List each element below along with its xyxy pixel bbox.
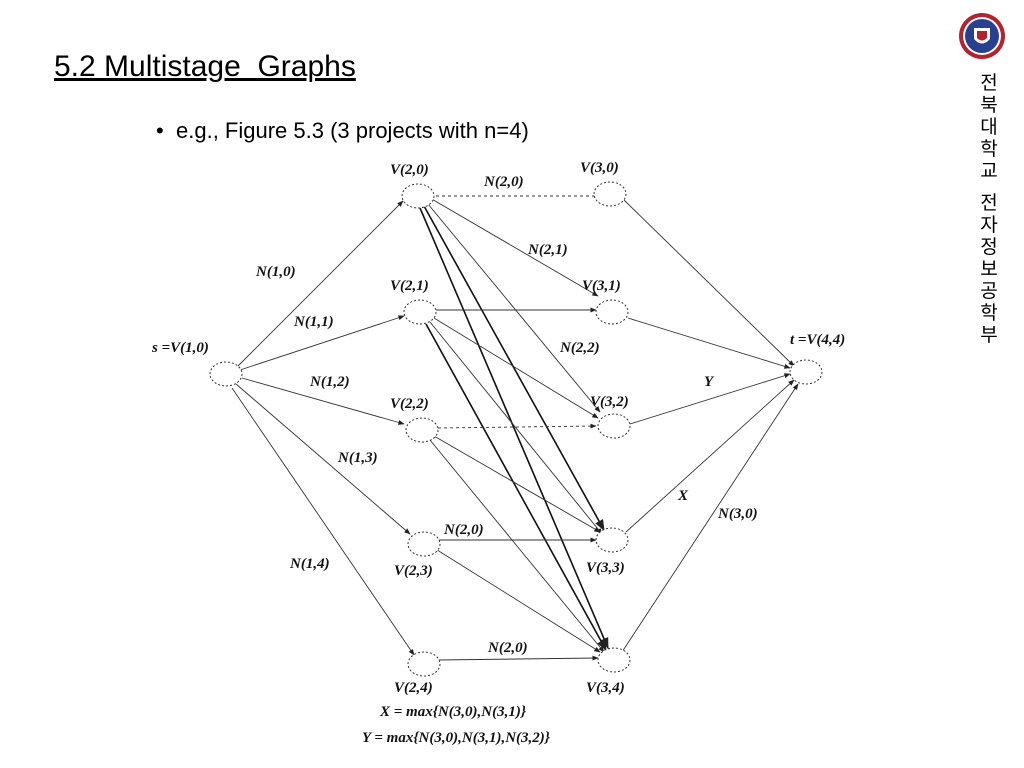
edge-v32-t — [629, 373, 791, 425]
edge-v31-t — [627, 317, 791, 369]
node-label-v24: V(2,4) — [394, 680, 433, 696]
node-v31 — [595, 299, 629, 325]
edge-v34-t — [621, 383, 799, 653]
side-char: 전 — [980, 192, 998, 214]
edge-label-n20-top: N(2,0) — [483, 174, 524, 190]
side-char: 보 — [980, 258, 998, 280]
node-labels: s =V(1,0) V(2,0) V(2,1) V(2,2) V(2,3) V(… — [151, 160, 845, 696]
node-label-v22: V(2,2) — [390, 396, 429, 412]
node-label-v34: V(3,4) — [586, 680, 625, 696]
node-v21 — [403, 299, 437, 325]
side-char: 학 — [980, 302, 998, 324]
edge-v23-v34 — [433, 547, 601, 653]
edge-v21-v34 — [425, 323, 607, 651]
side-char: 공 — [980, 280, 998, 302]
side-department-text: 전 북 대 학 교 전 자 정 보 공 학 부 — [976, 72, 1002, 346]
node-v24 — [407, 651, 441, 677]
edge-s-v22 — [241, 377, 405, 425]
node-label-v32: V(3,2) — [590, 394, 629, 410]
node-v34 — [597, 647, 631, 673]
edge-v20-v34 — [419, 207, 609, 650]
edge-s-v21 — [239, 315, 405, 371]
edge-s-v23 — [235, 383, 411, 535]
edge-v22-v34 — [429, 439, 605, 653]
university-seal-icon — [959, 13, 1005, 59]
edge-v22-v33 — [433, 435, 601, 533]
side-char: 북 — [980, 94, 998, 116]
edge-v33-t — [625, 379, 795, 533]
side-char: 학 — [980, 138, 998, 160]
side-char: 정 — [980, 236, 998, 258]
node-label-v21: V(2,1) — [390, 278, 429, 294]
node-label-s: s =V(1,0) — [151, 340, 209, 356]
edges-stage-1 — [231, 200, 415, 656]
node-s — [209, 361, 243, 387]
edge-v21-v32 — [433, 317, 599, 419]
edge-v30-t — [623, 199, 795, 367]
node-v32 — [597, 413, 631, 439]
node-v30 — [593, 181, 627, 207]
edge-v20-v31 — [429, 197, 599, 297]
side-char: 부 — [980, 324, 998, 346]
node-label-v30: V(3,0) — [580, 160, 619, 176]
edges-stage-2 — [419, 195, 609, 661]
edge-label-n13: N(1,3) — [337, 450, 378, 466]
edge-label-n22: N(2,2) — [559, 340, 600, 356]
side-char: 교 — [980, 160, 998, 182]
edge-s-v24 — [231, 387, 415, 656]
side-char: 대 — [980, 116, 998, 138]
node-label-v20: V(2,0) — [390, 162, 429, 178]
edge-labels: N(1,0) N(1,1) N(1,2) N(1,3) N(1,4) N(2,0… — [255, 174, 758, 656]
node-v20 — [401, 183, 435, 209]
node-label-v33: V(3,3) — [586, 560, 625, 576]
node-label-v31: V(3,1) — [582, 278, 621, 294]
edge-label-n21: N(2,1) — [527, 242, 568, 258]
edge-v24-v34 — [437, 655, 599, 661]
edge-label-x: X — [677, 488, 689, 504]
edge-label-n12: N(1,2) — [309, 374, 350, 390]
node-v23 — [407, 531, 441, 557]
edge-label-n10: N(1,0) — [255, 264, 296, 280]
edge-v20-v33 — [423, 205, 605, 531]
node-t — [789, 359, 823, 385]
edge-label-n11: N(1,1) — [293, 314, 334, 330]
edges-stage-3 — [621, 199, 799, 653]
node-label-t: t =V(4,4) — [790, 332, 845, 348]
graph-nodes — [209, 181, 823, 677]
bullet-item: • e.g., Figure 5.3 (3 projects with n=4) — [156, 118, 529, 144]
edge-label-n30: N(3,0) — [717, 506, 758, 522]
edge-s-v20 — [237, 200, 404, 367]
side-char: 전 — [980, 72, 998, 94]
edge-v20-v32 — [427, 203, 601, 413]
edge-label-n20-mid: N(2,0) — [443, 522, 484, 538]
bullet-text: e.g., Figure 5.3 (3 projects with n=4) — [176, 118, 529, 143]
node-label-v23: V(2,3) — [394, 563, 433, 579]
node-v33 — [595, 527, 629, 553]
node-v22 — [405, 417, 439, 443]
edge-label-n14: N(1,4) — [289, 556, 330, 572]
formula-x: X = max{N(3,0),N(3,1)} — [379, 704, 527, 720]
edge-v21-v33 — [429, 321, 603, 535]
formula-y: Y = max{N(3,0),N(3,1),N(3,2)} — [362, 730, 551, 746]
edge-label-y: Y — [704, 374, 715, 390]
page-title: 5.2 Multistage Graphs — [54, 50, 356, 83]
edge-v22-v32 — [437, 423, 597, 429]
edge-label-n20-bot: N(2,0) — [487, 640, 528, 656]
side-char: 자 — [980, 214, 998, 236]
bullet-dot: • — [156, 118, 164, 143]
